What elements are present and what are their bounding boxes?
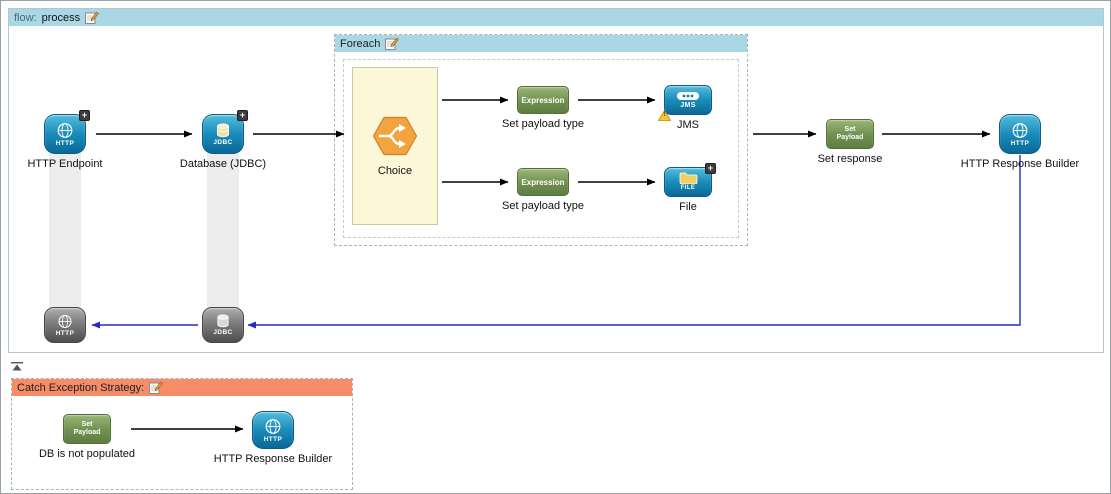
set-payload-icon-line1: Set: [844, 126, 856, 133]
expression-bottom-caption: Set payload type: [502, 200, 584, 212]
choice-caption: Choice: [377, 164, 413, 177]
foreach-header[interactable]: Foreach: [335, 35, 747, 52]
foreach-title: Foreach: [340, 37, 381, 50]
response-http-icon[interactable]: HTTP: [44, 307, 86, 343]
flow-name: process: [41, 11, 81, 24]
file-icon[interactable]: FILE +: [664, 163, 716, 197]
flow-label: flow:: [14, 11, 37, 24]
file-caption: File: [679, 201, 697, 213]
globe-icon: [1012, 122, 1028, 138]
jms-icon-text: JMS: [680, 102, 696, 109]
http-endpoint-caption: HTTP Endpoint: [27, 158, 103, 170]
http-response-builder-icon-text: HTTP: [263, 435, 283, 443]
expression-icon-text: Expression: [521, 95, 565, 105]
http-response-builder-icon[interactable]: HTTP: [999, 114, 1041, 154]
database-cylinder-icon: [217, 123, 229, 137]
http-response-builder-icon[interactable]: HTTP: [252, 411, 294, 449]
http-endpoint-lane: [49, 153, 81, 309]
choice-scope[interactable]: Choice: [352, 67, 438, 225]
node-file[interactable]: FILE + File: [628, 163, 748, 213]
jms-queue-icon: [677, 92, 699, 100]
exception-set-payload-caption: DB is not populated: [38, 448, 135, 460]
node-set-response[interactable]: Set Payload Set response: [790, 119, 910, 165]
database-icon[interactable]: JDBC +: [202, 110, 248, 154]
edit-icon[interactable]: [149, 381, 164, 394]
set-payload-icon-line2: Payload: [836, 134, 864, 141]
jms-icon[interactable]: JMS !: [657, 85, 712, 121]
collapse-icon: [11, 362, 23, 371]
set-payload-icon[interactable]: Set Payload: [826, 119, 874, 149]
globe-icon: [265, 418, 281, 434]
database-icon-text: JDBC: [213, 138, 233, 146]
set-response-caption: Set response: [817, 153, 883, 165]
node-exception-http-response-builder[interactable]: HTTP HTTP Response Builder: [198, 411, 348, 465]
flow-header[interactable]: flow: process: [9, 9, 1103, 26]
exception-header[interactable]: Catch Exception Strategy:: [12, 379, 352, 396]
node-http-response-builder[interactable]: HTTP HTTP Response Builder: [945, 114, 1095, 170]
file-icon-text: FILE: [680, 185, 696, 191]
node-expression-top[interactable]: Expression Set payload type: [483, 86, 603, 130]
plus-badge: +: [237, 110, 248, 121]
warning-mark: !: [663, 111, 666, 118]
response-http-icon-text: HTTP: [55, 329, 75, 337]
database-lane: [207, 153, 239, 309]
expression-top-caption: Set payload type: [502, 118, 584, 130]
node-database-jdbc[interactable]: JDBC + Database (JDBC): [163, 110, 283, 170]
edit-icon[interactable]: [85, 11, 100, 24]
plus-badge: +: [79, 110, 90, 121]
node-expression-bottom[interactable]: Expression Set payload type: [483, 168, 603, 212]
expression-icon-text: Expression: [521, 177, 565, 187]
collapse-toggle[interactable]: [11, 358, 25, 371]
choice-router-icon[interactable]: [372, 116, 418, 156]
database-cylinder-icon: [217, 314, 229, 328]
expression-icon[interactable]: Expression: [517, 168, 569, 196]
folder-icon: [679, 172, 697, 184]
warning-icon: !: [657, 108, 672, 121]
plus-badge: +: [705, 163, 716, 174]
globe-icon: [58, 314, 72, 328]
response-jdbc-icon[interactable]: JDBC: [202, 307, 244, 343]
warning-triangle-icon: [657, 109, 672, 121]
node-jms[interactable]: JMS ! JMS: [628, 85, 748, 131]
set-payload-icon-line1: Set: [81, 421, 93, 428]
set-payload-icon[interactable]: Set Payload: [63, 414, 111, 444]
response-jdbc-icon-text: JDBC: [213, 329, 233, 336]
http-response-builder-icon-text: HTTP: [1010, 139, 1030, 147]
exception-http-response-builder-caption: HTTP Response Builder: [213, 453, 333, 465]
http-endpoint-icon-text: HTTP: [55, 139, 75, 147]
http-endpoint-icon[interactable]: HTTP +: [44, 110, 90, 154]
expression-icon[interactable]: Expression: [517, 86, 569, 114]
edit-icon[interactable]: [385, 37, 400, 50]
exception-title: Catch Exception Strategy:: [17, 381, 145, 394]
node-http-endpoint[interactable]: HTTP + HTTP Endpoint: [5, 110, 125, 170]
globe-icon: [57, 122, 73, 138]
node-response-jdbc[interactable]: JDBC: [202, 307, 244, 343]
set-payload-icon-line2: Payload: [73, 429, 101, 436]
http-response-builder-caption: HTTP Response Builder: [960, 158, 1080, 170]
jms-caption: JMS: [677, 119, 699, 131]
node-exception-set-payload[interactable]: Set Payload DB is not populated: [27, 414, 147, 460]
database-caption: Database (JDBC): [179, 158, 267, 170]
node-response-http[interactable]: HTTP: [44, 307, 86, 343]
